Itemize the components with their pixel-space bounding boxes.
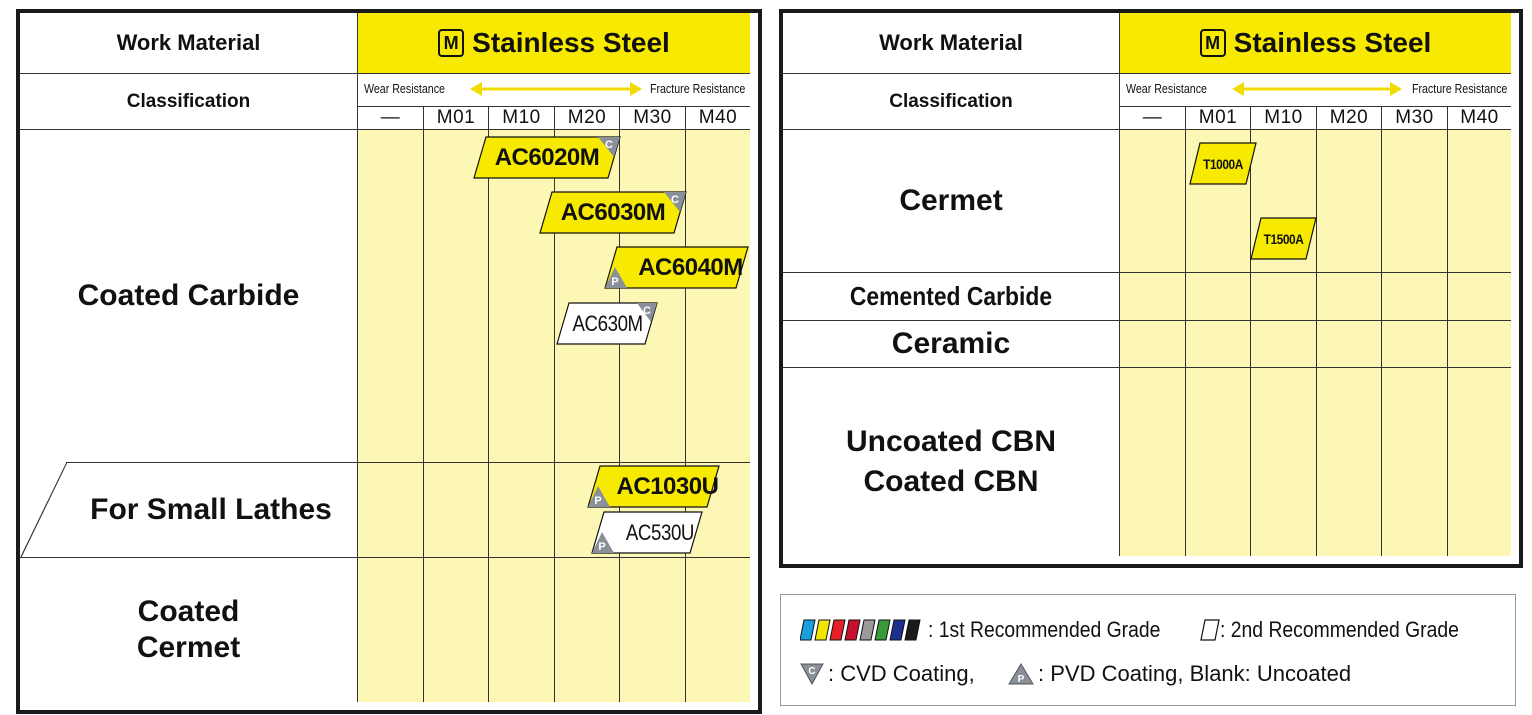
right-double-arrow-icon bbox=[1232, 82, 1402, 96]
row-cermet: Cermet bbox=[899, 184, 1003, 217]
svg-text:C: C bbox=[671, 194, 679, 206]
right-col-none: — bbox=[1142, 107, 1163, 128]
legend-swatch bbox=[874, 619, 891, 641]
second-grade-icon bbox=[1200, 619, 1220, 641]
right-work-material-label: Work Material bbox=[879, 30, 1023, 55]
left-work-material-label: Work Material bbox=[116, 30, 261, 55]
legend-swatch bbox=[814, 619, 831, 641]
legend-pvd-text: : PVD Coating, Blank: Uncoated bbox=[1038, 661, 1352, 686]
right-header-yellow bbox=[1120, 13, 1511, 74]
grade-t1500a: T1500A bbox=[1250, 217, 1317, 260]
right-col-m30: M30 bbox=[1395, 107, 1434, 128]
material-name: Stainless Steel bbox=[472, 27, 670, 58]
grade-ac6030m: C AC6030M bbox=[539, 191, 687, 234]
right-material-m-badge: M bbox=[1199, 29, 1226, 57]
left-material-title: M Stainless Steel bbox=[358, 13, 750, 73]
left-col-m01: M01 bbox=[436, 107, 476, 128]
row-uncoated-cbn: Uncoated CBN bbox=[845, 425, 1056, 458]
left-col-m20: M20 bbox=[567, 107, 607, 128]
pvd-icon: P bbox=[1008, 663, 1034, 685]
right-col-m40: M40 bbox=[1460, 107, 1499, 128]
legend-swatch bbox=[829, 619, 846, 641]
row-coated-cbn: Coated CBN bbox=[863, 465, 1039, 498]
legend-first-text: : 1st Recommended Grade bbox=[928, 617, 1161, 642]
legend-cvd-text: : CVD Coating, bbox=[828, 661, 975, 686]
row-cbn: Uncoated CBN Coated CBN bbox=[783, 368, 1119, 556]
grade-ac1030u: P AC1030U bbox=[587, 465, 720, 508]
right-col-m01: M01 bbox=[1198, 107, 1238, 128]
grade-ac630m: C AC630M bbox=[556, 302, 658, 345]
row-small-lathes: For Small Lathes bbox=[90, 493, 332, 526]
row-cemented-carbide: Cemented Carbide bbox=[849, 281, 1053, 311]
material-m-badge: M bbox=[438, 29, 465, 57]
legend-swatch bbox=[904, 619, 921, 641]
grade-ac530u: P AC530U bbox=[591, 511, 703, 554]
svg-text:C: C bbox=[808, 666, 815, 677]
legend-swatch bbox=[844, 619, 861, 641]
left-classification-label: Classification bbox=[126, 90, 251, 112]
left-col-m10: M10 bbox=[502, 107, 541, 128]
grade-t1000a: T1000A bbox=[1189, 142, 1257, 185]
left-col-m30: M30 bbox=[633, 107, 672, 128]
svg-text:P: P bbox=[1018, 674, 1025, 685]
legend-second-text: : 2nd Recommended Grade bbox=[1220, 617, 1459, 642]
right-classification-label: Classification bbox=[889, 90, 1013, 112]
grade-ac6040m: P AC6040M bbox=[604, 246, 749, 289]
row-coated-cermet: Coated Cermet bbox=[136, 595, 241, 664]
left-header-yellow bbox=[358, 13, 750, 74]
cvd-icon: C bbox=[800, 663, 824, 685]
svg-text:C: C bbox=[643, 305, 651, 317]
svg-text:P: P bbox=[611, 276, 618, 288]
right-material-title: M Stainless Steel bbox=[1120, 13, 1511, 73]
row-ceramic: Ceramic bbox=[891, 327, 1011, 360]
left-fracture-resistance-label: Fracture Resistance bbox=[649, 81, 745, 96]
legend-swatch bbox=[800, 619, 816, 641]
legend-swatch bbox=[889, 619, 906, 641]
right-col-m20: M20 bbox=[1329, 107, 1369, 128]
right-wear-resistance-label: Wear Resistance bbox=[1126, 81, 1207, 96]
row-coated-carbide: Coated Carbide bbox=[77, 279, 300, 312]
grade-ac6020m: C AC6020M bbox=[473, 136, 621, 179]
right-fracture-resistance-label: Fracture Resistance bbox=[1411, 81, 1507, 96]
left-double-arrow-icon bbox=[470, 82, 642, 96]
left-col-none: — bbox=[380, 107, 401, 128]
legend-box bbox=[780, 594, 1516, 706]
svg-text:P: P bbox=[594, 495, 601, 507]
legend-swatch bbox=[859, 619, 876, 641]
left-col-m40: M40 bbox=[698, 107, 738, 128]
legend-swatch-icons bbox=[800, 619, 921, 641]
svg-text:C: C bbox=[605, 139, 613, 151]
left-small-lathes-slant bbox=[20, 462, 68, 558]
svg-text:P: P bbox=[598, 541, 605, 553]
right-material-name: Stainless Steel bbox=[1233, 27, 1432, 58]
right-col-m10: M10 bbox=[1264, 107, 1303, 128]
left-wear-resistance-label: Wear Resistance bbox=[364, 81, 445, 96]
